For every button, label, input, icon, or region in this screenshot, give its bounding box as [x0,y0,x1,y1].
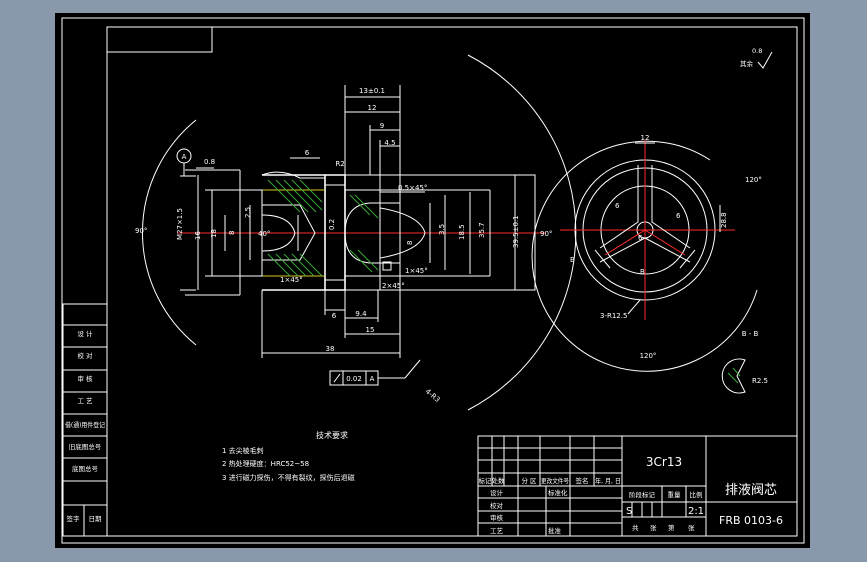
dim-label: 40° [258,230,270,238]
tolerance-value: 0.02 [346,375,362,383]
sheet-label: 张 [650,523,657,532]
drawing-number: FRB 0103-6 [719,514,783,527]
dim-label: 3-R12.5 [600,312,627,320]
header-cell: 年, 月, 日 [595,476,621,485]
technical-requirements: 技术要求 1 去尖棱毛刺 2 热处理硬度：HRC52~58 3 进行磁力探伤，不… [222,430,355,482]
roughness-other-label: 其余 [740,59,754,68]
dim-label: B [640,268,645,276]
stage-mark: S [626,506,632,517]
tech-line: 2 热处理硬度：HRC52~58 [222,459,309,468]
roughness-value: 0.8 [752,47,762,55]
row-label: 设计 [490,488,504,497]
side-cell: 借(通)用件登记 [65,420,105,429]
dim-label: 6 [332,312,337,320]
outer-border [61,17,805,544]
tech-line: 3 进行磁力探伤，不得有裂纹，探伤后退磁 [222,473,355,482]
dim-label: 6 [676,212,681,220]
dim-label: 9 [380,122,384,130]
dim-label: 9.4 [355,310,367,318]
side-cell: 日期 [89,515,103,523]
tolerance-datum: A [370,375,375,383]
detail-marker [382,261,392,271]
stage-label: 重量 [668,491,682,499]
side-cell: 底图总号 [72,464,99,473]
side-cell: 签字 [67,514,81,523]
stage-label: 阶段标记 [629,490,656,499]
dim-label: 18 [210,229,218,238]
header-cell: 处数 [492,476,506,485]
part-name: 排液阀芯 [725,483,777,498]
header-cell: 标记 [479,476,493,485]
roughness-note: 其余 0.8 [740,47,773,69]
dim-label: 1×45° [405,267,428,275]
dim-label: 0.2 [328,219,336,230]
sheet-label: 第 [668,523,675,532]
dim-label: 3.5 [438,224,446,235]
dim-label: 8 [406,241,414,245]
row-label: 审核 [490,513,504,522]
sheet-label: 共 [632,523,639,532]
tech-line: 1 去尖棱毛刺 [222,446,264,455]
dim-label: 13±0.1 [359,87,385,95]
dim-label: 0.8 [204,158,215,166]
dim-label: 12 [641,134,650,142]
material-label: 3Cr13 [646,455,682,469]
sheet-label: 张 [688,523,695,532]
dim-label: 18.5 [458,224,466,240]
header-cell: 签名 [576,476,589,485]
stage-label: 比例 [690,490,703,499]
dim-label: B - B [742,330,759,338]
side-cell: 审 核 [77,374,93,383]
dim-label: 6 [305,149,310,157]
dim-label: 4.5 [384,139,395,147]
header-cell: 更改文件号 [541,476,569,485]
dim-label: R2 [335,160,344,168]
header-cell: 分 区 [521,476,537,485]
inner-border [106,26,798,537]
side-cell: 设 计 [77,329,93,338]
main-section-view: 13±0.1 12 9 4.5 6 R2 0.5×45° M27×1.5 16 … [135,54,577,411]
dim-label: 8 [228,231,236,235]
side-block: 设 计 校 对 审 核 工 艺 借(通)用件登记 旧底图总号 底图总号 签字 日… [62,303,108,537]
dim-label: 12 [368,104,377,112]
dim-label: 90° [135,227,147,235]
dim-label: 1×45° [280,276,303,284]
sheet-background [55,13,810,548]
dim-label: 28.8 [720,212,728,228]
datum-a-label: A [182,153,187,161]
bb-section-view: 12 120° 120° 28.8 3-R12.5 6 6 6 B B - B … [531,134,768,394]
row-label: 工艺 [490,527,504,535]
dim-label: M27×1.5 [176,208,184,240]
dim-label: R2.5 [752,377,768,385]
row-label: 批准 [548,526,562,535]
tech-title: 技术要求 [316,430,348,440]
side-cell: 工 艺 [77,397,93,405]
dim-label: 15 [366,326,375,334]
dim-label: 90° [540,230,552,238]
dim-label: 2×45° [382,282,405,290]
dim-label: 120° [640,352,657,360]
dim-label: 35.7 [478,222,486,238]
dim-label: 39.5±0.1 [512,215,520,248]
dim-label: B [570,256,575,264]
row-label: 校对 [490,501,504,510]
corner-box [106,26,213,53]
dim-label: 120° [745,176,762,184]
dim-label: 2.5 [244,207,252,218]
dim-label: 38 [326,345,335,353]
dim-label: 0.5×45° [398,184,427,192]
dim-label: 6 [638,234,643,242]
scale-value: 2:1 [688,506,704,517]
side-cell: 校 对 [77,351,93,360]
dim-label: 16 [194,231,202,240]
dim-label: 6 [615,202,620,210]
side-cell: 旧底图总号 [69,442,102,451]
title-block: 标记 处数 分 区 更改文件号 签名 年, 月, 日 设计 标准化 校对 审核 … [477,435,798,537]
row-label: 标准化 [548,488,568,497]
